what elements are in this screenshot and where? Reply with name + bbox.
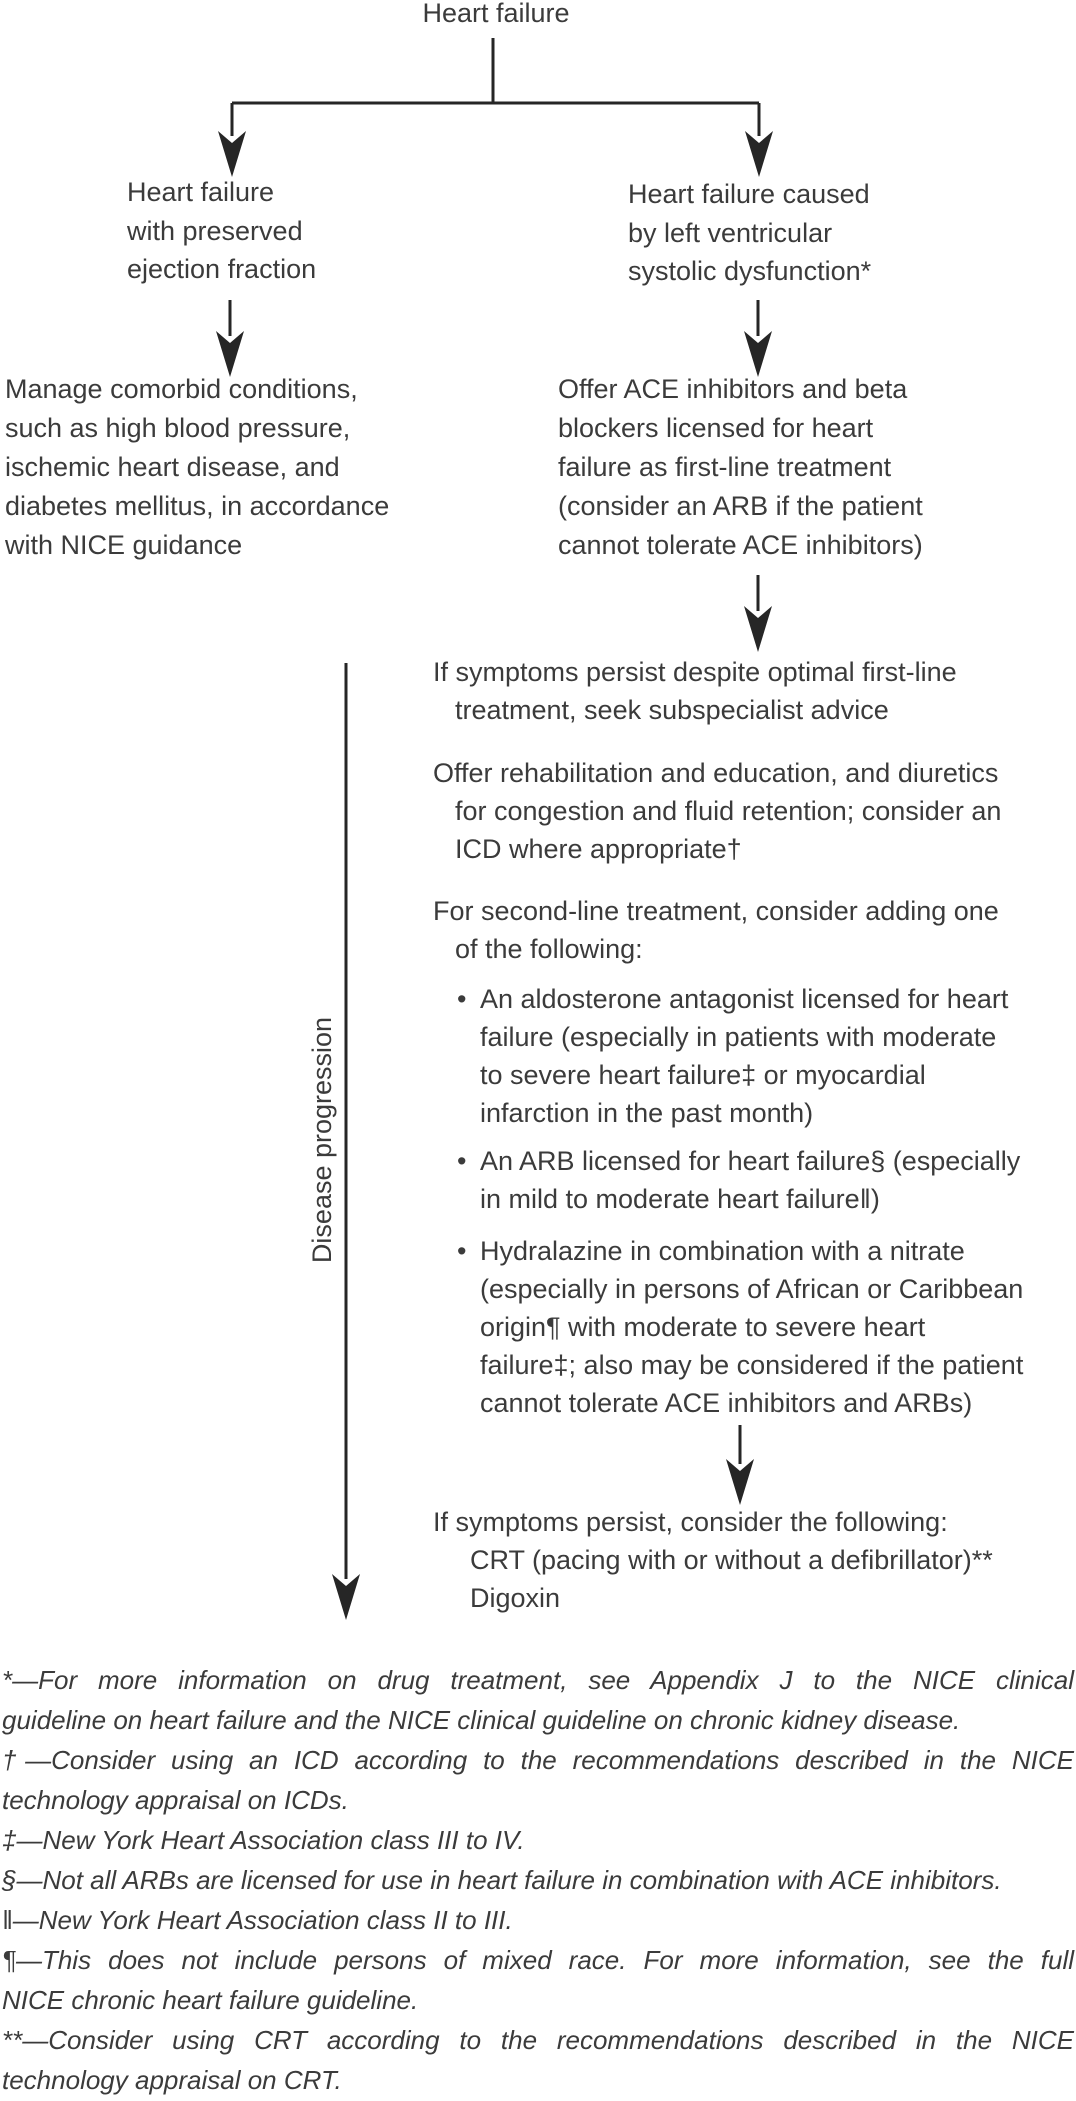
node-step-subspecialist: If symptoms persist despite optimal firs… <box>433 653 957 729</box>
node-step-rehabilitation: Offer rehabilitation and education, and … <box>433 754 1001 868</box>
footnote-line: technology appraisal on CRT. <box>2 2065 342 2095</box>
text-line: ejection fraction <box>127 254 317 284</box>
page-title: Heart failure <box>422 0 570 28</box>
text-line: Heart failure caused <box>628 179 870 209</box>
text-line: Offer rehabilitation and education, and … <box>433 758 999 788</box>
footnote-line: guideline on heart failure and the NICE … <box>2 1705 961 1735</box>
text-line: for congestion and fluid retention; cons… <box>455 796 1002 826</box>
text-line: diabetes mellitus, in accordance <box>5 491 390 521</box>
node-step-final-options: If symptoms persist, consider the follow… <box>433 1503 993 1617</box>
arrow-down-to-pathway-icon <box>744 575 772 652</box>
bullet-item-aldosterone: • An aldosterone antagonist licensed for… <box>457 980 1009 1132</box>
arrow-down-left-action-icon <box>216 300 244 377</box>
text-line: ICD where appropriate† <box>455 834 742 864</box>
text-line: (consider an ARB if the patient <box>558 491 923 521</box>
arrow-down-right-action-icon <box>744 300 772 377</box>
text-line: Heart failure <box>127 177 275 207</box>
footnote-line: ¶—This does not include persons of mixed… <box>2 1945 1074 1975</box>
text-line: such as high blood pressure, <box>5 413 351 443</box>
bullet-item-arb: • An ARB licensed for heart failure§ (es… <box>457 1142 1021 1218</box>
bullet-icon: • <box>457 1146 467 1176</box>
text-line: failure (especially in patients with mod… <box>480 1022 997 1052</box>
footnote-line: **—Consider using CRT according to the r… <box>2 2025 1074 2055</box>
text-line: Manage comorbid conditions, <box>5 374 358 404</box>
bullet-item-hydralazine: • Hydralazine in combination with a nitr… <box>457 1232 1024 1422</box>
text-line: If symptoms persist, consider the follow… <box>433 1507 948 1537</box>
text-line: blockers licensed for heart <box>558 413 874 443</box>
text-line: to severe heart failure‡ or myocardial <box>480 1060 926 1090</box>
text-line: Hydralazine in combination with a nitrat… <box>480 1236 965 1266</box>
text-line: cannot tolerate ACE inhibitors and ARBs) <box>480 1388 973 1418</box>
text-line: (especially in persons of African or Car… <box>480 1274 1024 1304</box>
text-line: treatment, seek subspecialist advice <box>455 695 889 725</box>
text-line: systolic dysfunction* <box>628 256 872 286</box>
text-line: ischemic heart disease, and <box>5 452 340 482</box>
node-offer-ace-beta: Offer ACE inhibitors and beta blockers l… <box>558 370 923 565</box>
text-line: failure as first-line treatment <box>558 452 892 482</box>
footnotes: *—For more information on drug treatment… <box>2 1660 1074 2100</box>
footnote-line: NICE chronic heart failure guideline. <box>2 1985 419 2015</box>
text-line: with preserved <box>127 215 303 246</box>
text-line: CRT (pacing with or without a defibrilla… <box>470 1545 993 1575</box>
text-line: Offer ACE inhibitors and beta <box>558 374 908 404</box>
footnote-line: technology appraisal on ICDs. <box>2 1785 349 1815</box>
text-line: An aldosterone antagonist licensed for h… <box>480 984 1009 1014</box>
text-line: with NICE guidance <box>5 530 243 560</box>
text-line: For second-line treatment, consider addi… <box>433 896 999 926</box>
footnote-line: ‖—New York Heart Association class II to… <box>2 1905 513 1935</box>
text-line: in mild to moderate heart failure‖) <box>480 1184 880 1214</box>
node-manage-comorbid: Manage comorbid conditions, such as high… <box>5 370 389 565</box>
node-lv-systolic-dysfunction: Heart failure caused by left ventricular… <box>628 175 871 291</box>
text-line: If symptoms persist despite optimal firs… <box>433 657 957 687</box>
text-line: origin¶ with moderate to severe heart <box>480 1312 926 1342</box>
bullet-icon: • <box>457 1236 467 1266</box>
text-line: Digoxin <box>470 1583 561 1613</box>
footnote-line: †—Consider using an ICD according to the… <box>2 1745 1074 1775</box>
arrow-down-left-branch-icon <box>218 103 246 177</box>
text-line: infarction in the past month) <box>480 1098 814 1128</box>
text-line: cannot tolerate ACE inhibitors) <box>558 530 923 560</box>
text-line: of the following: <box>455 934 643 964</box>
text-line: by left ventricular <box>628 217 833 248</box>
text-line: An ARB licensed for heart failure§ (espe… <box>480 1146 1021 1176</box>
arrow-down-right-branch-icon <box>745 103 773 177</box>
arrow-down-to-final-step-icon <box>726 1425 754 1505</box>
footnote-line: *—For more information on drug treatment… <box>2 1665 1074 1695</box>
node-preserved-ejection-fraction: Heart failure with preserved ejection fr… <box>127 173 316 289</box>
text-line: failure‡; also may be considered if the … <box>480 1350 1024 1380</box>
footnote-line: §—Not all ARBs are licensed for use in h… <box>2 1865 1002 1895</box>
footnote-line: ‡—New York Heart Association class III t… <box>2 1825 525 1855</box>
node-step-second-line: For second-line treatment, consider addi… <box>433 892 999 968</box>
disease-progression-label: Disease progression <box>307 1016 337 1264</box>
bullet-icon: • <box>457 984 467 1014</box>
disease-progression-arrow-icon <box>332 663 360 1620</box>
